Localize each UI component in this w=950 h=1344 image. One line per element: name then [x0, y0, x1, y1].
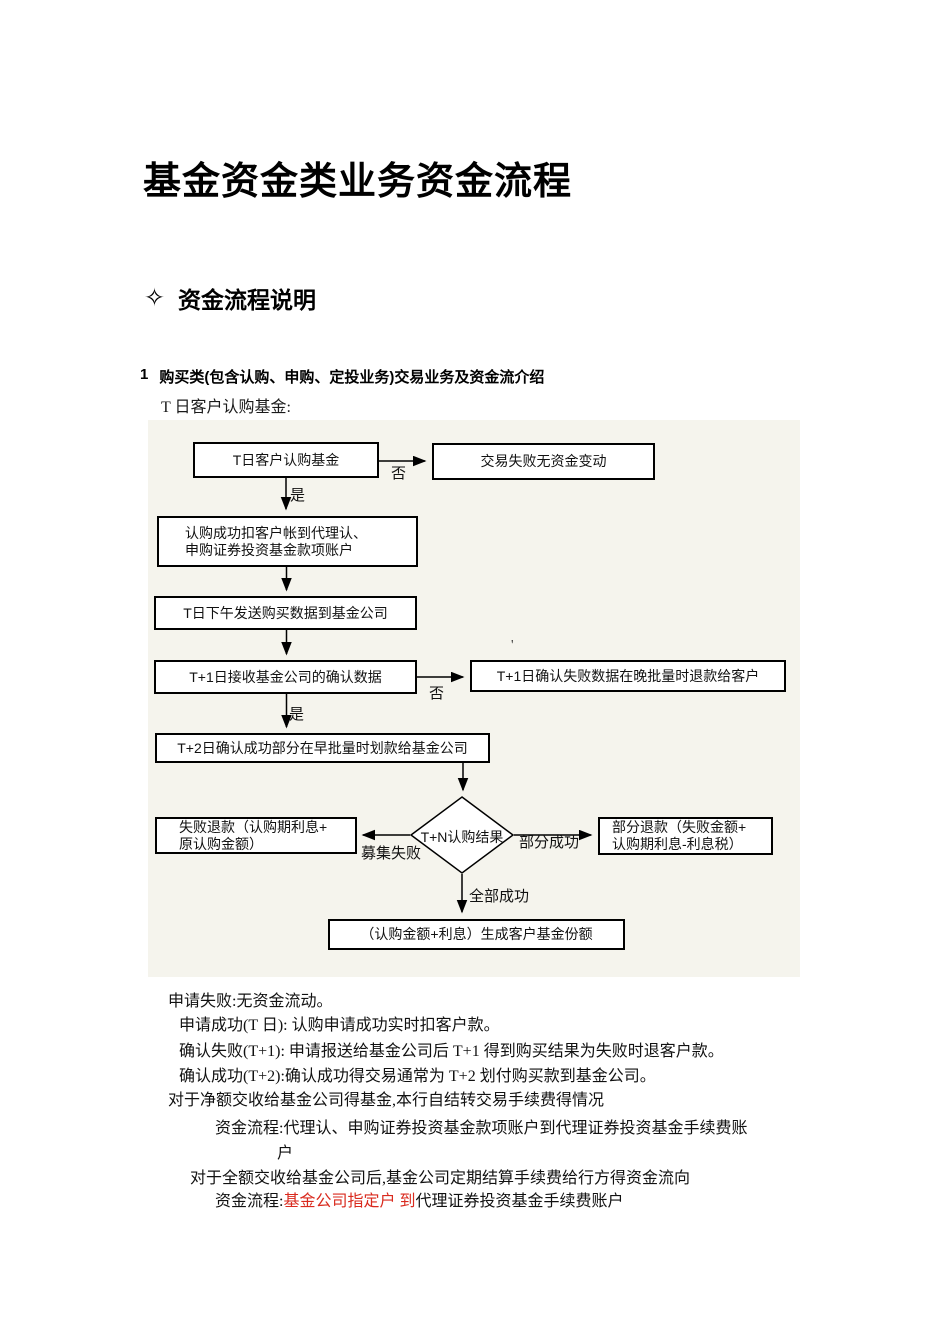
node-deduct-line2: 申购证券投资基金款项账户	[185, 541, 353, 558]
node-partial-refund-line2: 认购期利息-利息税）	[612, 836, 743, 852]
node-generate-shares-label: （认购金额+利息）生成客户基金份额	[360, 926, 593, 942]
section-title: 资金流程说明	[177, 287, 316, 313]
item1-number: 1	[140, 366, 149, 383]
node-apply-label: T日客户认购基金	[232, 451, 340, 468]
node-apply: T日客户认购基金	[193, 442, 379, 478]
decision-diamond-label: T+N认购结果	[420, 829, 504, 845]
edge-label-no-2: 否	[429, 685, 445, 702]
node-trade-fail: 交易失败无资金变动	[432, 443, 655, 480]
stray-tick-mark: '	[511, 638, 514, 653]
node-transfer: T+2日确认成功部分在早批量时划款给基金公司	[155, 733, 490, 763]
node-fail-refund: 失败退款（认购期利息+ 原认购金额）	[155, 817, 357, 854]
note-flow-1-wrap: 户	[277, 1145, 294, 1162]
edge-label-partial-success: 部分成功	[519, 834, 580, 851]
node-receive-confirm-label: T+1日接收基金公司的确认数据	[189, 668, 382, 685]
node-deduct: 认购成功扣客户帐到代理认、 申购证券投资基金款项账户	[157, 516, 418, 567]
note-flow-2: 资金流程:基金公司指定户 到代理证券投资基金手续费账户	[215, 1192, 623, 1212]
edge-label-collect-fail: 募集失败	[361, 845, 422, 862]
node-fail-refund-line1: 失败退款（认购期利息+	[179, 818, 328, 835]
node-fail-refund-line2: 原认购金额）	[179, 835, 263, 852]
decision-diamond-shape	[409, 796, 515, 874]
note-apply-fail: 申请失败:无资金流动。	[168, 993, 333, 1010]
edge-label-yes-1: 是	[290, 487, 306, 504]
node-send-data: T日下午发送购买数据到基金公司	[154, 596, 417, 630]
flowchart-connectors	[280, 455, 593, 914]
note-confirm-fail: 确认失败(T+1): 申请报送给基金公司后 T+1 得到购买结果为失败时退客户款…	[179, 1043, 724, 1060]
note-flow-2-prefix: 资金流程:	[215, 1193, 284, 1210]
section-heading: ✧ 资金流程说明	[144, 281, 316, 315]
node-partial-refund-line1: 部分退款（失败金额+	[612, 819, 747, 835]
node-send-data-label: T日下午发送购买数据到基金公司	[183, 604, 388, 621]
node-partial-refund: 部分退款（失败金额+ 认购期利息-利息税）	[598, 817, 773, 855]
node-trade-fail-label: 交易失败无资金变动	[480, 453, 607, 469]
edge-label-no-1: 否	[391, 465, 407, 482]
item1-subline: T 日客户认购基金:	[161, 399, 291, 416]
node-generate-shares: （认购金额+利息）生成客户基金份额	[328, 919, 625, 950]
item1-heading-text: 购买类(包含认购、申购、定投业务)交易业务及资金流介绍	[159, 369, 545, 386]
diamond-bullet-icon: ✧	[144, 283, 165, 312]
note-net-settle: 对于净额交收给基金公司得基金,本行自结转交易手续费得情况	[168, 1092, 605, 1109]
node-receive-confirm: T+1日接收基金公司的确认数据	[154, 660, 417, 694]
node-deduct-line1: 认购成功扣客户帐到代理认、	[185, 524, 367, 541]
page-title: 基金资金类业务资金流程	[143, 161, 573, 203]
node-transfer-label: T+2日确认成功部分在早批量时划款给基金公司	[177, 739, 468, 756]
edge-label-all-success: 全部成功	[469, 888, 530, 905]
node-refund-night: T+1日确认失败数据在晚批量时退款给客户	[470, 660, 786, 692]
note-flow-1: 资金流程:代理认、申购证券投资基金款项账户到代理证券投资基金手续费账	[215, 1120, 748, 1137]
flowchart-panel: T日客户认购基金 交易失败无资金变动 认购成功扣客户帐到代理认、 申购证券投资基…	[148, 420, 800, 977]
note-flow-2-suffix: 代理证券投资基金手续费账户	[415, 1193, 624, 1210]
note-flow-2-red: 基金公司指定户 到	[283, 1193, 416, 1210]
edge-label-yes-2: 是	[289, 706, 305, 723]
note-confirm-success: 确认成功(T+2):确认成功得交易通常为 T+2 划付购买款到基金公司。	[179, 1068, 656, 1085]
note-full-settle: 对于全额交收给基金公司后,基金公司定期结算手续费给行方得资金流向	[190, 1170, 691, 1187]
node-refund-night-label: T+1日确认失败数据在晚批量时退款给客户	[496, 667, 760, 684]
note-apply-success: 申请成功(T 日): 认购申请成功实时扣客户款。	[179, 1017, 500, 1034]
item1-heading: 1 购买类(包含认购、申购、定投业务)交易业务及资金流介绍	[140, 366, 544, 387]
